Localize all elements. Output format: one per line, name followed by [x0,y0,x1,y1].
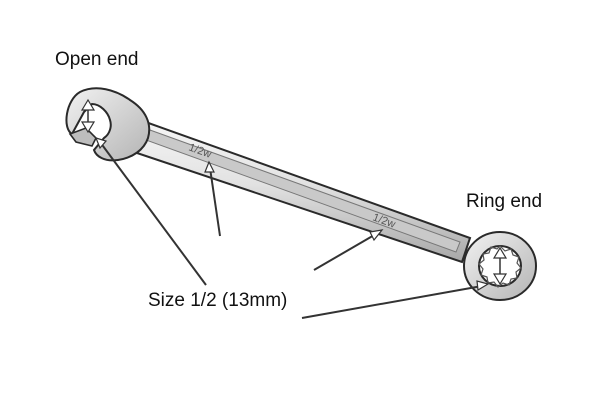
ring-end-arrowhead-bottom [492,273,508,286]
pointer-to-ring-end [301,285,483,319]
open-end-gap-arrowhead-bottom [80,121,96,134]
wrench-open-end-head [65,87,151,162]
pointer-to-ring-end-head [476,280,490,291]
ring-end-teeth [478,245,522,288]
pointer-to-shaft-marking-left-head [204,160,215,173]
pointer-to-shaft-marking-left [209,167,221,237]
label-open-end: Open end [55,49,139,70]
pointer-to-shaft-marking-right-head [369,229,384,242]
pointer-to-open-end [99,141,207,286]
ring-end-arrowhead-top [492,246,508,259]
wrench-ring-end [463,231,537,301]
label-ring-end: Ring end [466,191,543,212]
label-size: Size 1/2 (13mm) [148,290,288,311]
pointer-to-shaft-marking-right [313,233,377,271]
wrench-open-end-jaw [68,127,97,147]
open-end-gap-arrowhead-top [80,98,96,111]
pointer-to-open-end-head [94,137,108,150]
